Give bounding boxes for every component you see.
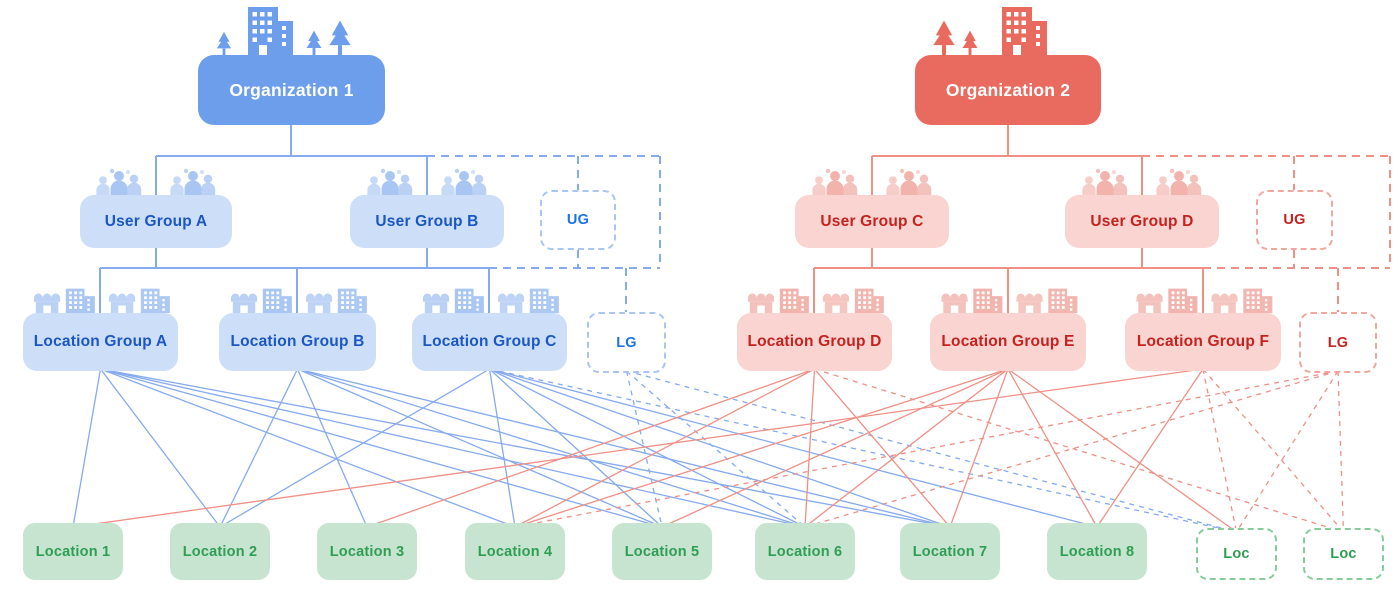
location-6-label: Location 6 [767, 543, 843, 560]
location-placeholder-label: Loc [1330, 546, 1357, 562]
user-group-placeholder-blue: UG [540, 190, 616, 250]
location-group-e-label: Location Group E [941, 333, 1075, 350]
location-placeholder-2: Loc [1303, 528, 1384, 580]
location-group-b-label: Location Group B [230, 333, 365, 350]
location-8-box: Location 8 [1047, 523, 1147, 580]
location-group-a-label: Location Group A [33, 333, 168, 350]
location-7-label: Location 7 [912, 543, 988, 560]
location-7-box: Location 7 [900, 523, 1000, 580]
location-2-label: Location 2 [182, 543, 258, 560]
location-group-c-box: Location Group C [412, 288, 567, 371]
location-group-f-box: Location Group F [1125, 288, 1281, 371]
user-group-placeholder-label: UG [1283, 212, 1306, 228]
user-group-c-label: User Group C [820, 212, 924, 230]
location-group-c-label: Location Group C [422, 333, 557, 350]
location-6-box: Location 6 [755, 523, 855, 580]
user-group-c-box: User Group C [795, 168, 949, 248]
organization-2-box: Organization 2 [915, 7, 1101, 125]
location-5-box: Location 5 [612, 523, 712, 580]
user-group-d-box: User Group D [1065, 168, 1219, 248]
location-8-label: Location 8 [1059, 543, 1135, 560]
location-group-placeholder-label: LG [616, 334, 637, 351]
user-group-placeholder-red: UG [1256, 190, 1333, 250]
location-5-label: Location 5 [624, 543, 700, 560]
location-1-label: Location 1 [35, 543, 111, 560]
location-3-label: Location 3 [329, 543, 405, 560]
user-group-a-label: User Group A [104, 212, 208, 230]
location-group-f-label: Location Group F [1136, 333, 1270, 350]
user-group-placeholder-label: UG [566, 212, 590, 228]
location-group-placeholder-label: LG [1327, 334, 1349, 351]
location-placeholder-label: Loc [1223, 546, 1250, 562]
location-group-b-box: Location Group B [219, 288, 376, 371]
location-4-label: Location 4 [477, 543, 553, 560]
location-1-box: Location 1 [23, 523, 123, 580]
user-group-d-label: User Group D [1090, 212, 1194, 230]
user-group-b-box: User Group B [350, 168, 504, 248]
organization-2-label: Organization 2 [945, 79, 1071, 100]
location-3-box: Location 3 [317, 523, 417, 580]
location-placeholder-1: Loc [1196, 528, 1277, 580]
location-group-placeholder-blue: LG [587, 312, 666, 373]
user-group-b-label: User Group B [375, 212, 479, 230]
location-4-box: Location 4 [465, 523, 565, 580]
location-group-d-box: Location Group D [737, 288, 892, 371]
location-group-e-box: Location Group E [930, 288, 1086, 371]
organization-1-box: Organization 1 [198, 7, 385, 125]
location-group-placeholder-red: LG [1299, 312, 1377, 373]
organization-1-label: Organization 1 [229, 79, 354, 100]
location-2-box: Location 2 [170, 523, 270, 580]
location-group-d-label: Location Group D [747, 333, 882, 350]
user-group-a-box: User Group A [80, 168, 232, 248]
location-group-a-box: Location Group A [23, 288, 178, 371]
